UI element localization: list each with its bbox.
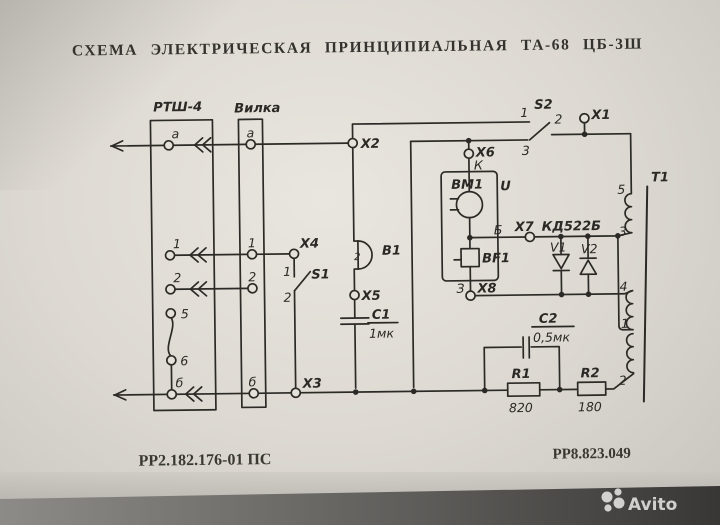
vilka-label: Вилка: [234, 101, 280, 117]
junction-dots: [352, 131, 621, 395]
receiver-symbol: [453, 247, 481, 268]
doc-number-right: РР8.823.049: [552, 446, 631, 463]
vilka-terminal-a: а: [246, 125, 254, 140]
capacitor-c2-symbol: [483, 336, 561, 392]
r1-label: R1: [511, 367, 530, 382]
ringer-branch: [339, 146, 373, 389]
rtsh-terminal-6: 6: [180, 353, 188, 368]
capacitor-c1-symbol: [339, 317, 370, 326]
avito-watermark: Avito: [601, 488, 677, 515]
handset-pin-b: Б: [494, 222, 503, 237]
s1-contact-2: 2: [283, 290, 291, 305]
terminal-circles: [163, 112, 590, 400]
line-arrow-icon: [110, 140, 127, 401]
v1-label: V1: [550, 239, 567, 254]
bottom-band: [0, 472, 720, 525]
tp-x7: X7: [514, 220, 535, 235]
handset-box: [440, 156, 500, 293]
bell-symbol: [357, 240, 373, 270]
t1-tap-5: 5: [617, 182, 625, 197]
t1-tap-2: 2: [619, 373, 627, 388]
microphone-symbol: [449, 190, 484, 219]
schematic-title: СХЕМА ЭЛЕКТРИЧЕСКАЯ ПРИНЦИПИАЛЬНАЯ ТА-68…: [72, 36, 643, 60]
rtsh-terminal-b: б: [176, 375, 184, 390]
c2-label: C2: [539, 312, 558, 327]
rtsh-terminal-2: 2: [173, 270, 181, 285]
tp-x5: X5: [360, 289, 380, 304]
c1-label: C1: [372, 308, 391, 323]
tp-x2: X2: [360, 137, 380, 152]
vilka-terminal-b: б: [249, 374, 257, 389]
resistor-r2-symbol: [576, 381, 607, 397]
s1-contact-1: 1: [283, 264, 291, 279]
rtsh-terminal-a: а: [171, 126, 179, 141]
r2-value: 180: [578, 399, 602, 414]
bell-label: B1: [382, 243, 401, 258]
tp-x1: X1: [590, 108, 610, 123]
mic-label: BM1: [451, 177, 483, 192]
s2-contact-2: 2: [554, 112, 562, 127]
diode-v1-symbol: [552, 235, 571, 296]
tp-x6: X6: [475, 145, 495, 160]
t1-tap-4: 4: [619, 279, 627, 294]
t1-label: Т1: [651, 170, 669, 185]
diode-type: КД522Б: [542, 219, 602, 235]
c1-value: 1мк: [369, 326, 395, 341]
hook-switch-s2-symbol: [528, 121, 551, 141]
handset-pin-k: К: [474, 157, 484, 172]
rtsh-terminal-5: 5: [181, 306, 189, 321]
s2-label: S2: [534, 98, 553, 113]
tp-x3: X3: [302, 376, 322, 391]
handset-pin-z: З: [456, 281, 464, 296]
plug-chevron-icon: [184, 136, 212, 402]
c2-value: 0,5мк: [533, 329, 570, 344]
vilka-terminal-2: 2: [248, 269, 256, 284]
rtsh-connector-box: [149, 118, 217, 412]
avito-logo-icon: [601, 488, 625, 512]
r2-label: R2: [580, 366, 599, 381]
switch-s1-symbol: [293, 256, 312, 390]
s2-contact-1: 1: [520, 105, 528, 120]
tp-x4: X4: [299, 237, 319, 252]
doc-number-left: РР2.182.176-01 ПС: [138, 451, 271, 470]
s2-contact-3: 3: [522, 143, 530, 158]
value-fraction-bars: [367, 321, 575, 328]
vilka-terminal-1: 1: [248, 235, 256, 250]
receiver-label: BF1: [482, 251, 510, 266]
v2-label: V2: [581, 241, 598, 256]
t1-tap-3: 3: [619, 224, 627, 239]
s1-label: S1: [311, 267, 330, 282]
t1-tap-1: 1: [621, 316, 629, 331]
diode-v2-symbol: [579, 235, 598, 296]
avito-text: Avito: [628, 495, 677, 515]
vilka-connector-box: [237, 118, 267, 409]
handset-label: U: [500, 179, 511, 194]
rtsh-terminal-1: 1: [173, 236, 181, 251]
tp-x8: X8: [476, 281, 496, 296]
r1-value: 820: [509, 400, 533, 415]
bell-mark: 2: [354, 252, 361, 263]
transformer-t1-symbol: [624, 185, 649, 403]
rtsh-label: РТШ-4: [153, 100, 202, 116]
resistor-r1-symbol: [506, 381, 541, 398]
